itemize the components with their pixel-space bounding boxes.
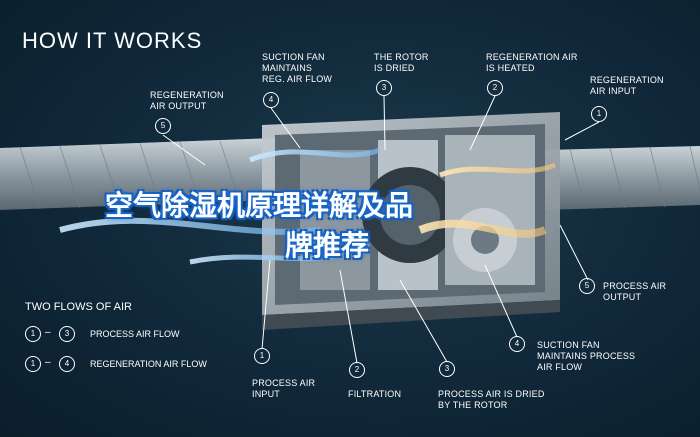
callout-line: OUTPUT (603, 292, 642, 302)
callout-process-air-input: PROCESS AIR INPUT (252, 378, 315, 400)
callout-filtration: FILTRATION (348, 389, 401, 400)
callout-line: SUCTION FAN (262, 52, 325, 62)
left-duct (0, 138, 275, 210)
air-flows (59, 147, 556, 265)
callout-line: REGENERATION AIR (486, 52, 578, 62)
page-title: HOW IT WORKS (22, 28, 203, 53)
legend-label: REGENERATION AIR FLOW (90, 359, 207, 369)
callout-regeneration-air-output: REGENERATION AIR OUTPUT (150, 90, 224, 112)
callout-badge: 4 (509, 336, 525, 352)
legend-badge: 1 (25, 356, 41, 372)
callout-line: REGENERATION (150, 90, 224, 100)
callout-line: MAINTAINS PROCESS (537, 351, 636, 361)
legend-label: PROCESS AIR FLOW (90, 329, 180, 339)
callout-suction-fan-reg: SUCTION FAN MAINTAINS REG. AIR FLOW (262, 52, 332, 85)
overlay-caption-line1: 空气除湿机原理详解及品 (105, 189, 414, 222)
callout-process-air-dried: PROCESS AIR IS DRIED BY THE ROTOR (438, 389, 545, 411)
callout-line: IS DRIED (374, 63, 415, 73)
legend-badge: 3 (59, 326, 75, 342)
callout-line: AIR OUTPUT (150, 101, 207, 111)
overlay-caption: 空气除湿机原理详解及品 牌推荐 (105, 186, 605, 266)
callout-badge: 1 (254, 348, 270, 364)
callout-line: PROCESS AIR (603, 281, 667, 291)
callout-line: PROCESS AIR (252, 378, 316, 388)
callout-badge: 2 (487, 80, 503, 96)
callout-line: PROCESS AIR IS DRIED (438, 389, 545, 399)
callout-line: INPUT (252, 389, 280, 399)
callout-line: FILTRATION (348, 389, 402, 399)
right-duct (545, 145, 700, 210)
callout-badge: 3 (439, 361, 455, 377)
callout-rotor-dried: THE ROTOR IS DRIED (374, 52, 429, 74)
callout-line: MAINTAINS (262, 63, 313, 73)
callout-badge: 2 (349, 362, 365, 378)
callout-regeneration-heated: REGENERATION AIR IS HEATED (486, 52, 578, 74)
legend-dash: – (45, 357, 51, 368)
callout-badge: 1 (591, 106, 607, 122)
callout-line: REGENERATION (590, 75, 664, 85)
callout-regeneration-air-input: REGENERATION AIR INPUT (590, 75, 664, 97)
legend-badge: 1 (25, 326, 41, 342)
callout-badge: 5 (155, 118, 171, 134)
legend-title: TWO FLOWS OF AIR (25, 301, 132, 313)
callout-line: AIR FLOW (537, 362, 583, 372)
callout-line: AIR INPUT (590, 86, 637, 96)
callout-line: SUCTION FAN (537, 340, 600, 350)
callout-badge: 3 (376, 80, 392, 96)
callout-line: IS HEATED (486, 63, 535, 73)
callout-line: THE ROTOR (374, 52, 429, 62)
callout-badge: 4 (263, 92, 279, 108)
overlay-caption-line2: 牌推荐 (285, 229, 370, 262)
legend-dash: – (45, 327, 51, 338)
callout-line: BY THE ROTOR (438, 400, 508, 410)
callout-process-air-output: PROCESS AIR OUTPUT (603, 281, 666, 303)
callout-badge: 5 (579, 278, 595, 294)
legend-badge: 4 (59, 356, 75, 372)
leader-lines (162, 95, 600, 364)
callout-suction-fan-process: SUCTION FAN MAINTAINS PROCESS AIR FLOW (537, 340, 635, 373)
cabinet (262, 112, 560, 330)
callout-line: REG. AIR FLOW (262, 74, 333, 84)
